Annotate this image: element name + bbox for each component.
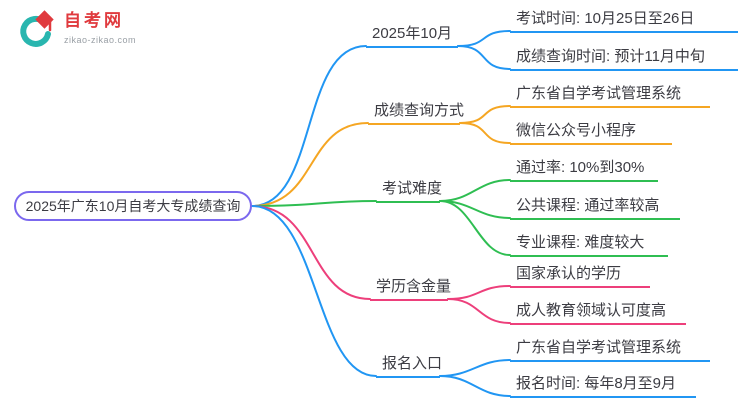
branch-node-2025-oct[interactable]: 2025年10月 <box>366 24 458 48</box>
branch-node-query-method[interactable]: 成绩查询方式 <box>368 101 464 125</box>
leaf-node[interactable]: 广东省自学考试管理系统 <box>510 338 710 362</box>
connector-branch3-leaf3 <box>439 200 511 256</box>
connector-branch4-leaf1 <box>447 285 511 300</box>
connector-root-branch4 <box>251 205 371 300</box>
connector-branch2-leaf2 <box>459 122 511 144</box>
branch-node-degree-value[interactable]: 学历含金量 <box>370 277 451 301</box>
connector-branch1-leaf1 <box>457 30 511 47</box>
root-node[interactable]: 2025年广东10月自考大专成绩查询 <box>14 191 252 221</box>
connector-root-branch3 <box>251 200 377 207</box>
leaf-node[interactable]: 微信公众号小程序 <box>510 121 672 145</box>
leaf-node[interactable]: 报名时间: 每年8月至9月 <box>510 374 696 398</box>
connector-bran5-leaf2 <box>439 375 511 397</box>
connector-branch5-leaf1 <box>439 359 511 377</box>
leaf-node[interactable]: 公共课程: 通过率较高 <box>510 196 680 220</box>
leaf-node[interactable]: 专业课程: 难度较大 <box>510 233 668 257</box>
logo-subtitle: zikao-zikao.com <box>64 35 137 45</box>
graduation-cap-icon <box>20 10 54 47</box>
leaf-node[interactable]: 成人教育领域认可度高 <box>510 301 686 325</box>
leaf-node[interactable]: 成绩查询时间: 预计11月中旬 <box>510 47 738 71</box>
connector-branch3-leaf2 <box>439 200 511 219</box>
logo-title: 自考网 <box>64 11 124 30</box>
site-logo: 自考网 zikao-zikao.com <box>16 10 136 52</box>
leaf-node[interactable]: 广东省自学考试管理系统 <box>510 84 710 108</box>
leaf-node[interactable]: 通过率: 10%到30% <box>510 158 658 182</box>
connector-root-branch1 <box>251 45 367 207</box>
branch-node-registration[interactable]: 报名入口 <box>376 354 442 378</box>
logo-text: 自考网 zikao-zikao.com <box>64 10 136 45</box>
connector-branch1-leaf2 <box>457 45 511 70</box>
leaf-node[interactable]: 考试时间: 10月25日至26日 <box>510 9 738 33</box>
leaf-node[interactable]: 国家承认的学历 <box>510 264 650 288</box>
connector-branch2-leaf1 <box>459 105 511 124</box>
connector-root-branch5 <box>251 205 377 377</box>
connector-branch3-leaf1 <box>439 179 511 202</box>
connector-root-branch2 <box>251 122 369 207</box>
connector-branch4-leaf2 <box>447 298 511 324</box>
branch-node-difficulty[interactable]: 考试难度 <box>376 179 442 203</box>
